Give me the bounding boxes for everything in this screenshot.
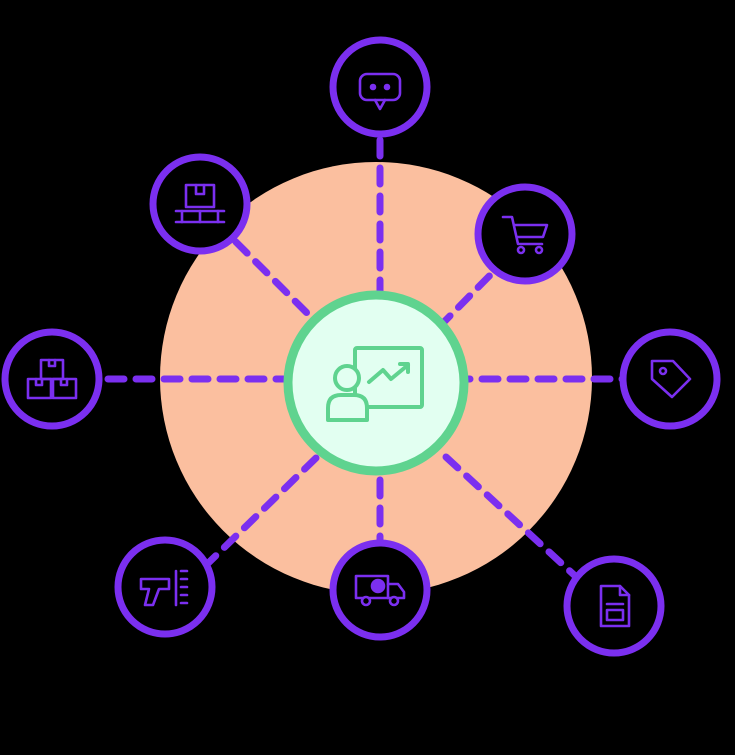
node-document[interactable] [563, 555, 665, 657]
spoke-lower-left [192, 454, 320, 579]
barcode-scanner-icon [139, 569, 189, 607]
node-delivery-truck[interactable] [329, 539, 431, 641]
node-chat-bot[interactable] [329, 36, 431, 138]
spoke-lower-right [442, 453, 589, 589]
chat-bot-icon [358, 72, 402, 111]
node-ring [563, 555, 665, 657]
pallet-box-icon [174, 183, 226, 224]
spoke-upper-left [212, 218, 314, 320]
node-stacked-boxes[interactable] [1, 328, 103, 430]
hub-node [283, 290, 469, 476]
node-ring [329, 36, 431, 138]
document-icon [599, 584, 631, 628]
node-barcode-scanner[interactable] [114, 536, 216, 638]
node-shopping-cart[interactable] [474, 183, 576, 285]
node-price-tag[interactable] [619, 328, 721, 430]
delivery-truck-icon [354, 574, 406, 607]
node-ring [619, 328, 721, 430]
node-ring [149, 153, 251, 255]
node-ring [114, 536, 216, 638]
hub-circle [283, 290, 469, 476]
stacked-boxes-icon [26, 358, 78, 400]
node-ring [474, 183, 576, 285]
price-tag-icon [650, 359, 692, 399]
shopping-cart-icon [501, 215, 549, 255]
presentation-growth-icon [326, 346, 424, 422]
node-pallet-box[interactable] [149, 153, 251, 255]
